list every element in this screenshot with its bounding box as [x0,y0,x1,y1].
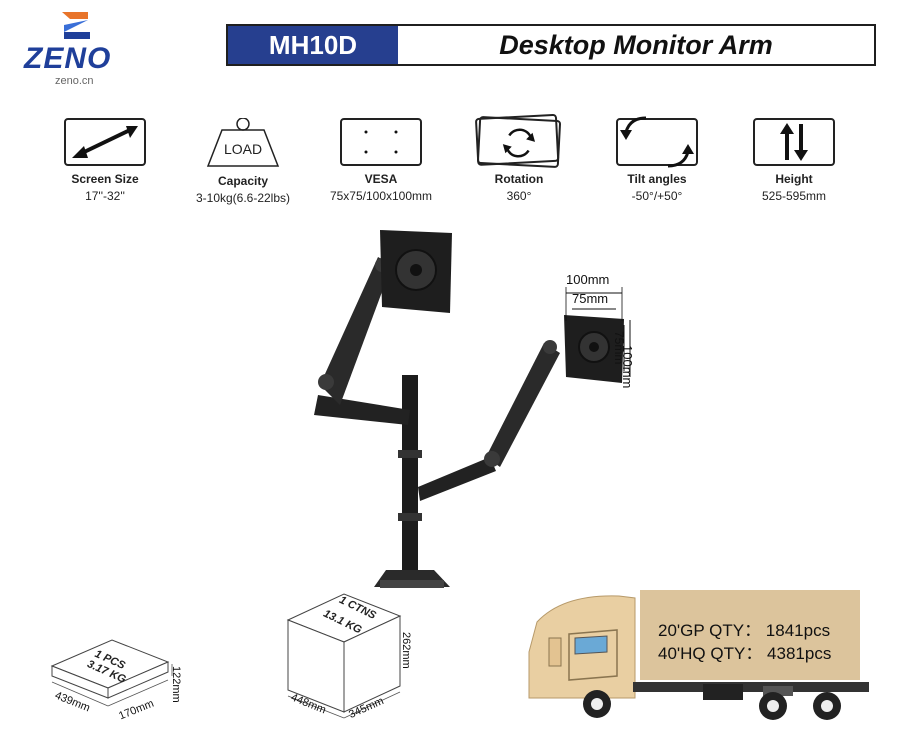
feature-value: 3-10kg(6.6-22lbs) [195,191,291,205]
rotation-icon [474,113,562,169]
feature-value: 360° [506,189,532,203]
brand-domain: zeno.cn [55,75,94,87]
container-truck [523,582,873,732]
vesa-width-75-label: 75mm [572,291,609,306]
single-height-label: 122mm [170,666,182,703]
weight-icon: LOAD [202,118,284,168]
qty-40hq: 40'HQ QTY： 4381pcs [658,644,832,663]
feature-name: Screen Size [71,172,139,186]
carton-height-label: 262mm [400,632,412,669]
feature-name: Tilt angles [627,172,687,186]
feature-name: VESA [364,172,398,186]
feature-name: Capacity [217,174,269,188]
feature-rotation: Rotation 360° [449,113,589,203]
feature-value: 75x75/100x100mm [329,189,433,203]
feature-name: Rotation [494,172,544,186]
single-box-icon [50,639,173,707]
carton-package: 1 CTNS 13.1 KG 448mm 345mm 262mm [284,590,414,730]
feature-vesa: VESA 75x75/100x100mm [311,118,451,203]
feature-capacity: LOAD Capacity 3-10kg(6.6-22lbs) [173,118,313,205]
feature-tilt: Tilt angles -50°/+50° [587,116,727,203]
monitor-arm-illustration [314,230,631,588]
tilt-icon [616,116,698,168]
feature-value: 525-595mm [761,189,827,203]
vesa-holes-icon [340,118,422,166]
product-image: 100mm 75mm 100mm 75mm [290,225,670,595]
feature-screen-size: Screen Size 17''-32'' [35,118,175,203]
feature-value: -50°/+50° [631,189,683,203]
brand-wordmark: ZENO [24,42,112,75]
feature-name: Height [775,172,813,186]
logo-mark-icon [62,12,90,39]
double-arrow-diagonal-icon [64,118,146,166]
single-package: 1 PCS 3.17 KG 439mm 170mm 122mm [48,636,188,726]
brand-logo: ZENO zeno.cn [20,8,130,87]
feature-value: 17''-32'' [85,189,125,203]
feature-height: Height 525-595mm [724,118,864,203]
header-bar: MH10D Desktop Monitor Arm [226,24,876,66]
vesa-height-75-label: 75mm [612,331,626,365]
page-title: Desktop Monitor Arm [499,29,773,60]
height-arrows-icon [753,118,835,166]
qty-20gp: 20'GP QTY： 1841pcs [658,621,831,640]
truck-icon [528,590,869,720]
shipping-quantities: 20'GP QTY： 1841pcs 40'HQ QTY： 4381pcs [640,592,858,678]
weight-icon-label: LOAD [223,141,263,157]
model-number: MH10D [228,26,398,64]
carton-box-icon [286,593,402,719]
vesa-width-100-label: 100mm [566,272,610,287]
